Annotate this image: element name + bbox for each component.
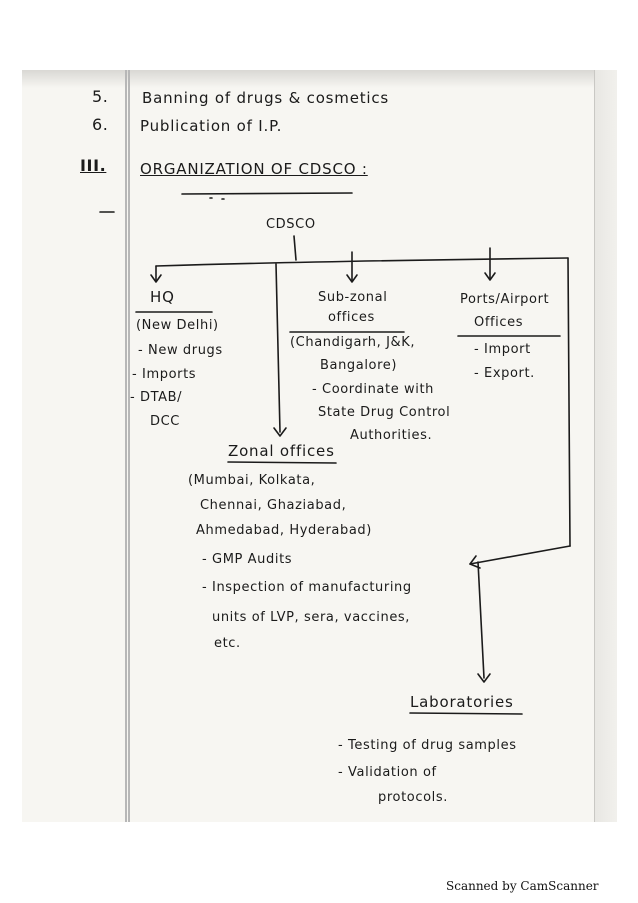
laboratories-point: protocols. [378, 790, 448, 805]
heading-underline [181, 192, 353, 195]
subzonal-point: State Drug Control [318, 405, 451, 420]
ports-arrowhead [484, 272, 496, 281]
subzonal-point: - Coordinate with [312, 382, 435, 397]
hq-location: (New Delhi) [136, 318, 219, 333]
zonal-point: - Inspection of manufacturing [202, 580, 412, 595]
laboratories-point: - Validation of [338, 765, 437, 780]
zonal-point: - GMP Audits [202, 552, 293, 567]
laboratories-branch-line [477, 561, 485, 679]
list-number-5: 5. [92, 87, 109, 106]
hq-point: DCC [150, 414, 180, 429]
list-item-5-text: Banning of drugs & cosmetics [142, 89, 390, 107]
margin-line-left [125, 70, 127, 822]
subzonal-location: Bangalore) [320, 358, 398, 373]
branch-bus [155, 257, 569, 267]
notebook-page: 5. Banning of drugs & cosmetics 6. Publi… [22, 70, 617, 822]
laboratories-underline [409, 712, 523, 715]
zonal-point: etc. [214, 636, 241, 651]
org-chart-connectors [99, 192, 571, 715]
subzonal-title: Sub-zonal [318, 290, 388, 305]
laboratories-title: Laboratories [410, 693, 514, 711]
zonal-arrowhead [273, 427, 287, 437]
zonal-branch-line [275, 263, 281, 433]
scanner-watermark: Scanned by CamScanner [446, 879, 599, 893]
subzonal-location: (Chandigarh, J&K, [290, 335, 416, 350]
margin-line-left-double [128, 70, 130, 822]
hq-point: - DTAB/ [130, 390, 183, 405]
right-branch-line [567, 257, 571, 547]
ports-point: - Export. [474, 366, 535, 381]
subzonal-title: offices [328, 310, 375, 325]
zonal-underline [227, 461, 337, 464]
zonal-location: (Mumbai, Kolkata, [188, 473, 316, 488]
zonal-point: units of LVP, sera, vaccines, [212, 610, 411, 625]
hq-point: - New drugs [138, 343, 223, 358]
hq-arrowhead [150, 274, 162, 283]
zonal-location: Ahmedabad, Hyderabad) [196, 523, 372, 538]
list-number-6: 6. [92, 115, 109, 134]
zonal-location: Chennai, Ghaziabad, [200, 498, 347, 513]
adjacent-page-edge [594, 70, 617, 822]
hq-title: HQ [150, 288, 175, 306]
ports-point: - Import [474, 342, 531, 357]
zonal-title: Zonal offices [228, 442, 335, 460]
laboratories-arrowhead [477, 673, 491, 683]
hq-point: - Imports [132, 367, 197, 382]
right-diagonal-line [469, 545, 571, 565]
root-stem [293, 235, 297, 261]
section-title: ORGANIZATION OF CDSCO : [140, 160, 368, 178]
ports-title: Offices [474, 315, 524, 330]
subzonal-arrowhead [346, 274, 358, 283]
right-diagonal-arrowhead [469, 555, 481, 569]
cdsco-root-node: CDSCO [266, 217, 316, 232]
ports-title: Ports/Airport [460, 292, 550, 307]
laboratories-point: - Testing of drug samples [338, 738, 517, 753]
subzonal-point: Authorities. [350, 428, 433, 443]
page-shadow [22, 70, 617, 88]
section-number: III. [80, 156, 107, 175]
list-item-6-text: Publication of I.P. [140, 117, 283, 135]
